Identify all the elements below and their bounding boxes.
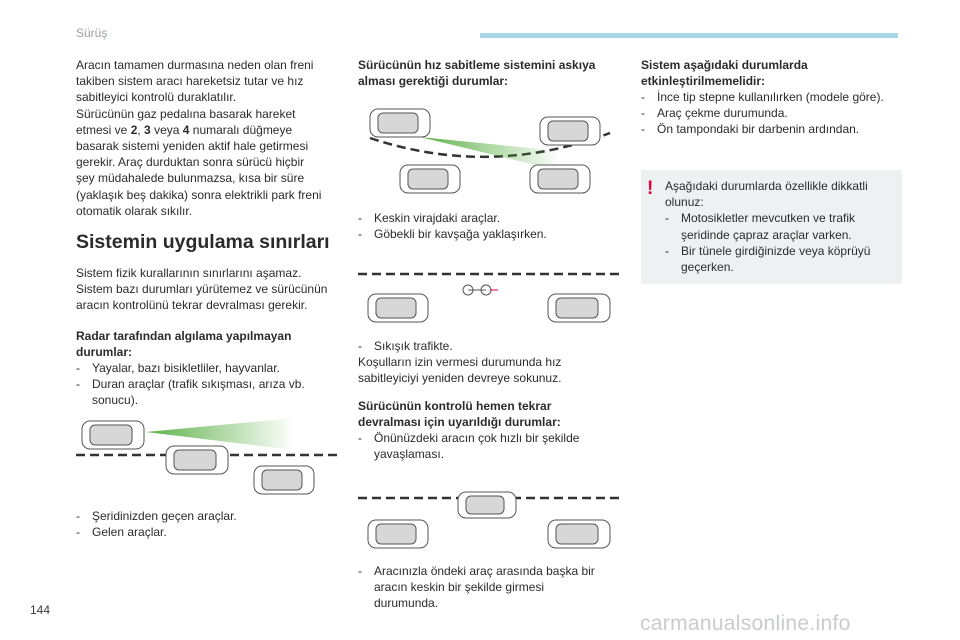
radar-list: Yayalar, bazı bisikletliler, hayvanlar. … bbox=[76, 360, 326, 409]
list-item: Duran araçlar (trafik sıkışması, arıza v… bbox=[76, 376, 326, 408]
text-run: etmesi ve bbox=[76, 122, 131, 137]
warning-box: ! Aşağıdaki durumlarda özellikle dikkatl… bbox=[641, 170, 902, 284]
text-line: olunuz: bbox=[665, 195, 704, 210]
text-run: , bbox=[137, 122, 145, 137]
page-header-title: Sürüş bbox=[76, 26, 108, 40]
list-item: Araç çekme durumunda. bbox=[641, 105, 911, 121]
car-icon bbox=[369, 108, 431, 138]
text-line: Aşağıdaki durumlarda özellikle dikkatli bbox=[665, 179, 868, 193]
list-item: Göbekli bir kavşağa yaklaşırken. bbox=[358, 226, 628, 242]
list-item: Bir tünele girdiğinizde veya köprüyü geç… bbox=[665, 243, 897, 275]
bicycle-icon bbox=[462, 284, 498, 296]
text-line: Radar tarafından algılama yapılmayan bbox=[76, 329, 292, 343]
takeover-heading: Sürücünün kontrolü hemen tekrar devralma… bbox=[358, 398, 628, 430]
traffic-illustration bbox=[358, 272, 620, 323]
cut-in-illustration bbox=[358, 491, 620, 549]
text-line: Koşulların izin vermesi durumunda hız bbox=[358, 355, 562, 369]
list-item: Aracınızla öndeki araç arasında başka bi… bbox=[358, 563, 608, 612]
car-icon bbox=[165, 445, 229, 475]
text-line: Sistem bazı durumları yürütemez ve sürüc… bbox=[76, 282, 328, 297]
text-run: numaralı düğmeye bbox=[189, 122, 293, 137]
button-number: 4 bbox=[182, 122, 190, 137]
list-item: Motosikletler mevcutken ve trafik şeridi… bbox=[665, 210, 897, 242]
list-item: Ön tampondaki bir darbenin ardından. bbox=[641, 121, 911, 137]
text-line: basarak sistemi yeniden aktif hale getir… bbox=[76, 139, 309, 154]
text-line: durumlar: bbox=[76, 345, 133, 360]
car-icon bbox=[367, 519, 429, 549]
text-line: (yaklaşık beş dakika) sonra elektrikli p… bbox=[76, 187, 322, 202]
car-icon bbox=[529, 164, 591, 194]
text-line: alması gerektiği durumlar: bbox=[358, 74, 509, 89]
button-number: 2 bbox=[130, 122, 138, 137]
text-line: Sistem fizik kurallarının sınırlarını aş… bbox=[76, 266, 302, 280]
traffic-list: Sıkışık trafikte. bbox=[358, 338, 628, 354]
text-line: Sürücünün kontrolü hemen tekrar bbox=[358, 399, 552, 413]
text-line: Sürücünün hız sabitleme sistemini askıya bbox=[358, 58, 596, 72]
list-item: Keskin virajdaki araçlar. bbox=[358, 210, 628, 226]
page-number: 144 bbox=[30, 603, 51, 617]
lane-list: Şeridinizden geçen araçlar. Gelen araçla… bbox=[76, 508, 326, 541]
car-icon bbox=[547, 519, 611, 549]
section-title: Sistemin uygulama sınırları bbox=[76, 231, 330, 253]
text-line: Aracın tamamen durmasına neden olan fren… bbox=[76, 58, 314, 72]
button-number: 3 bbox=[144, 122, 151, 137]
list-item: İnce tip stepne kullanılırken (modele gö… bbox=[641, 89, 911, 105]
text-line: Sürücünün gaz pedalına basarak hareket bbox=[76, 106, 296, 121]
text-run: veya bbox=[150, 122, 183, 137]
car-icon bbox=[539, 116, 601, 146]
text-line: Sistem aşağıdaki durumlarda bbox=[641, 58, 808, 72]
list-item: Gelen araçlar. bbox=[76, 524, 326, 540]
curve-illustration bbox=[369, 108, 611, 194]
disable-heading: Sistem aşağıdaki durumlarda etkinleştiri… bbox=[641, 57, 911, 89]
cut-in-list: Aracınızla öndeki araç arasında başka bi… bbox=[358, 563, 608, 612]
text-line: etkinleştirilmemelidir: bbox=[641, 74, 766, 89]
text-line: etmesi ve 2, 3 veya 4 numaralı düğmeye bbox=[76, 122, 346, 138]
text-line: şey müdahalede bulunmazsa, kısa bir süre bbox=[76, 171, 305, 186]
warning-text: Aşağıdaki durumlarda özellikle dikkatli … bbox=[665, 178, 897, 275]
text-line: devralması için uyarıldığı durumlar: bbox=[358, 415, 561, 430]
car-icon bbox=[399, 164, 461, 194]
car-icon bbox=[81, 420, 145, 450]
takeover-list: Önünüzdeki aracın çok hızlı bir şekilde … bbox=[358, 430, 608, 462]
text-line: gerekir. Araç durduktan sonra sürücü hiç… bbox=[76, 155, 305, 170]
list-item: Yayalar, bazı bisikletliler, hayvanlar. bbox=[76, 360, 326, 376]
list-item: Şeridinizden geçen araçlar. bbox=[76, 508, 326, 524]
radar-heading: Radar tarafından algılama yapılmayan dur… bbox=[76, 328, 346, 360]
intro-paragraph: Aracın tamamen durmasına neden olan fren… bbox=[76, 57, 346, 219]
traffic-note: Koşulların izin vermesi durumunda hız sa… bbox=[358, 354, 628, 386]
list-item: Önünüzdeki aracın çok hızlı bir şekilde … bbox=[358, 430, 608, 462]
text-line: sabitleyiciyi yeniden devreye sokunuz. bbox=[358, 371, 562, 386]
lane-change-illustration bbox=[76, 418, 338, 495]
car-icon bbox=[457, 491, 517, 519]
list-item: Sıkışık trafikte. bbox=[358, 338, 628, 354]
text-line: sabitleyici kontrolü duraklatılır. bbox=[76, 90, 237, 105]
warning-icon: ! bbox=[647, 178, 654, 199]
disable-list: İnce tip stepne kullanılırken (modele gö… bbox=[641, 89, 911, 138]
text-line: aracın kontrolünü tekrar devralması gere… bbox=[76, 298, 308, 313]
car-icon bbox=[367, 293, 429, 323]
watermark: carmanualsonline.info bbox=[640, 612, 851, 635]
text-line: takiben sistem aracı hareketsiz tutar ve… bbox=[76, 74, 304, 89]
limits-paragraph: Sistem fizik kurallarının sınırlarını aş… bbox=[76, 265, 346, 314]
car-icon bbox=[547, 293, 611, 323]
suspend-heading: Sürücünün hız sabitleme sistemini askıya… bbox=[358, 57, 628, 89]
text-line: otomatik olarak sıkılır. bbox=[76, 203, 193, 218]
car-icon bbox=[253, 465, 315, 495]
curve-list: Keskin virajdaki araçlar. Göbekli bir ka… bbox=[358, 210, 628, 243]
header-bar bbox=[480, 33, 898, 38]
